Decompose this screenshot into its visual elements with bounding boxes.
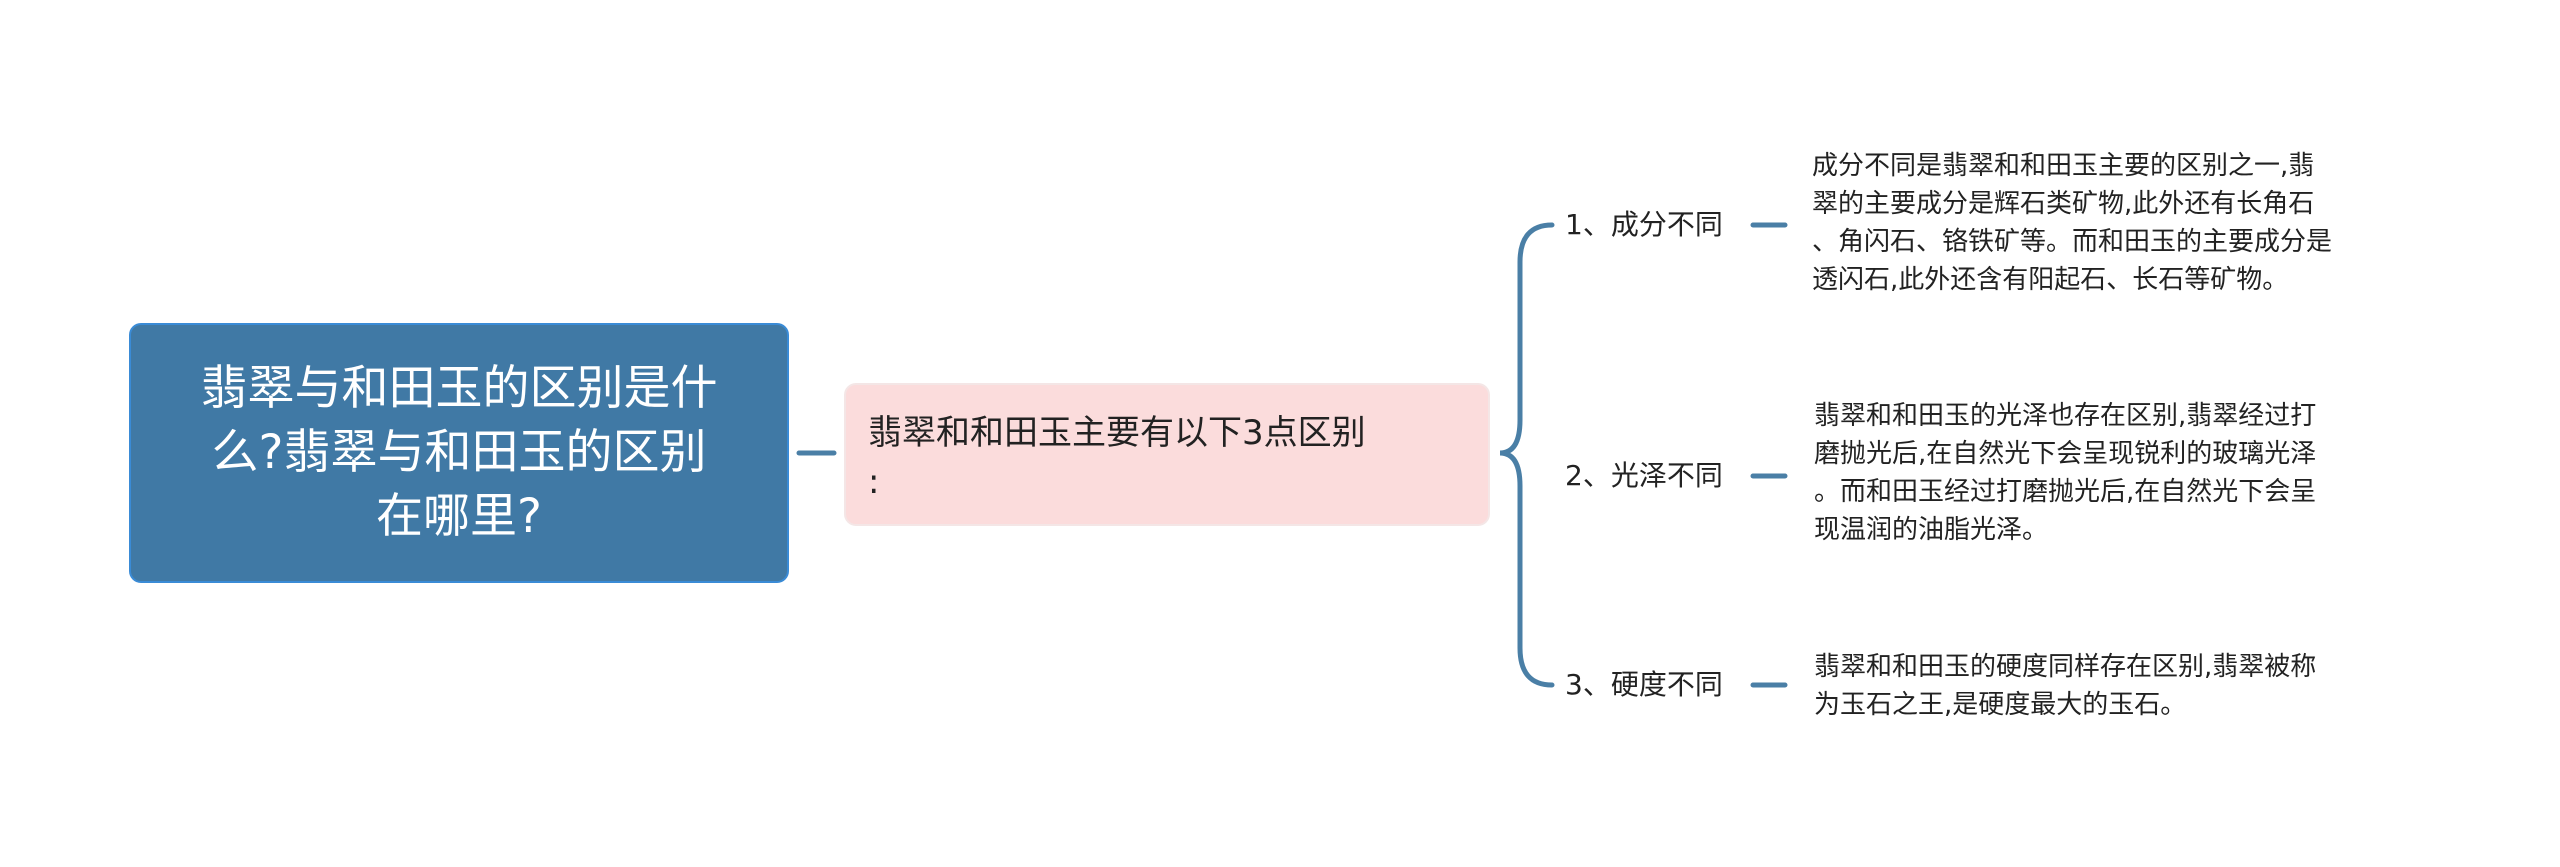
branch-1-detail[interactable]: 成分不同是翡翠和和田玉主要的区别之一,翡 翠的主要成分是辉石类矿物,此外还有长角… [1812, 151, 2333, 295]
branch-2-detail[interactable]: 翡翠和和田玉的光泽也存在区别,翡翠经过打 磨抛光后,在自然光下会呈现锐利的玻璃光… [1814, 401, 2317, 545]
main-point-node[interactable]: 翡翠和和田玉主要有以下3点区别 : [844, 383, 1490, 526]
branch-3-label[interactable]: 3、硬度不同 [1565, 668, 1723, 701]
root-topic-node[interactable]: 翡翠与和田玉的区别是什 么?翡翠与和田玉的区别 在哪里? [129, 323, 789, 583]
branch-1-label[interactable]: 1、成分不同 [1565, 208, 1723, 241]
root-topic-text: 翡翠与和田玉的区别是什 么?翡翠与和田玉的区别 在哪里? [200, 361, 718, 544]
branch-2-label[interactable]: 2、光泽不同 [1565, 459, 1723, 492]
branch-bracket [1499, 222, 1555, 688]
branch-3-detail[interactable]: 翡翠和和田玉的硬度同样存在区别,翡翠被称 为玉石之王,是硬度最大的玉石。 [1814, 652, 2317, 720]
